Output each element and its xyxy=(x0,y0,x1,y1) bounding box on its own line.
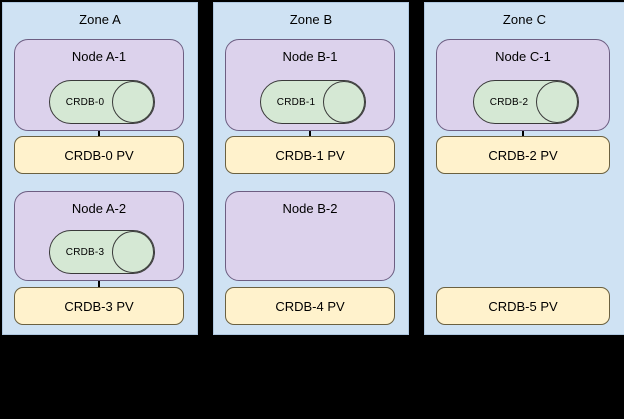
database-cylinder-crdb-0[interactable]: CRDB-0 xyxy=(49,80,155,124)
database-label-crdb-0: CRDB-0 xyxy=(65,96,105,108)
zone-title-c: Zone C xyxy=(502,12,547,27)
zone-panel-a[interactable]: Zone A Node A-1 CRDB-0 CRDB-0 PV Node A-… xyxy=(2,2,198,335)
cylinder-end-cap xyxy=(536,81,578,123)
connector-b-1 xyxy=(309,131,311,137)
node-box-a-1[interactable]: Node A-1 CRDB-0 xyxy=(14,39,184,131)
node-label-a-2: Node A-2 xyxy=(71,201,127,216)
node-label-b-1: Node B-1 xyxy=(282,49,338,64)
connector-a-1 xyxy=(98,131,100,137)
cylinder-end-cap xyxy=(112,231,154,273)
zone-panel-c[interactable]: Zone C Node C-1 CRDB-2 CRDB-2 PV CRDB-5 … xyxy=(424,2,624,335)
node-box-c-1[interactable]: Node C-1 CRDB-2 xyxy=(436,39,610,131)
pv-box-crdb-1[interactable]: CRDB-1 PV xyxy=(225,136,395,174)
zone-title-b: Zone B xyxy=(289,12,333,27)
database-cylinder-crdb-1[interactable]: CRDB-1 xyxy=(260,80,366,124)
node-label-c-1: Node C-1 xyxy=(495,49,551,64)
pv-box-crdb-2[interactable]: CRDB-2 PV xyxy=(436,136,610,174)
database-label-crdb-2: CRDB-2 xyxy=(489,96,529,108)
pv-box-crdb-0[interactable]: CRDB-0 PV xyxy=(14,136,184,174)
connector-c-1 xyxy=(522,131,524,137)
database-cylinder-crdb-3[interactable]: CRDB-3 xyxy=(49,230,155,274)
database-label-crdb-3: CRDB-3 xyxy=(65,246,105,258)
cylinder-end-cap xyxy=(112,81,154,123)
pv-box-crdb-4[interactable]: CRDB-4 PV xyxy=(225,287,395,325)
database-cylinder-crdb-2[interactable]: CRDB-2 xyxy=(473,80,579,124)
zone-title-a: Zone A xyxy=(79,12,121,27)
node-box-a-2[interactable]: Node A-2 CRDB-3 xyxy=(14,191,184,281)
pv-box-crdb-5[interactable]: CRDB-5 PV xyxy=(436,287,610,325)
node-box-b-2[interactable]: Node B-2 xyxy=(225,191,395,281)
pv-box-crdb-3[interactable]: CRDB-3 PV xyxy=(14,287,184,325)
connector-a-2 xyxy=(98,281,100,288)
node-box-b-1[interactable]: Node B-1 CRDB-1 xyxy=(225,39,395,131)
node-label-b-2: Node B-2 xyxy=(282,201,338,216)
database-label-crdb-1: CRDB-1 xyxy=(276,96,316,108)
node-label-a-1: Node A-1 xyxy=(71,49,127,64)
zone-panel-b[interactable]: Zone B Node B-1 CRDB-1 CRDB-1 PV Node B-… xyxy=(213,2,409,335)
cylinder-end-cap xyxy=(323,81,365,123)
